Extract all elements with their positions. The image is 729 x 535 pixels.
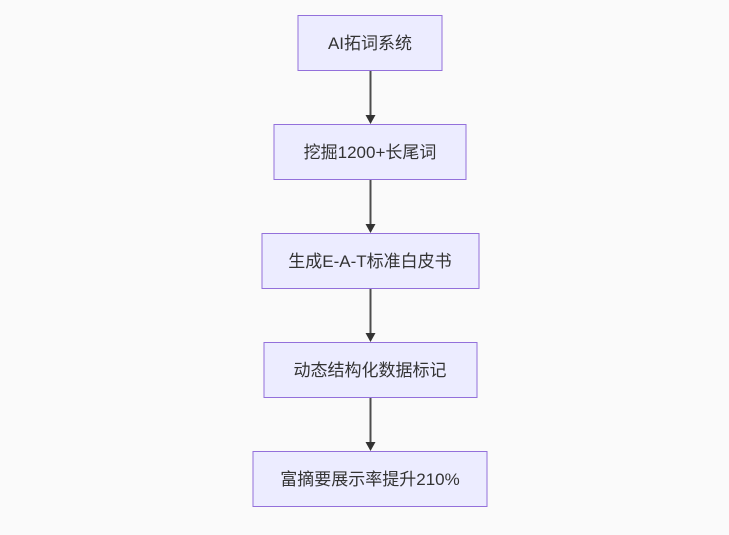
flow-edge-2 — [365, 180, 375, 233]
flow-node-ai-keyword-system: AI拓词系统 — [297, 15, 443, 71]
flow-node-label: AI拓词系统 — [327, 33, 413, 53]
arrowhead-down-icon — [365, 442, 375, 451]
flow-node-label: 动态结构化数据标记 — [293, 360, 447, 380]
edge-line — [369, 289, 371, 333]
flow-edge-3 — [365, 289, 375, 342]
flow-node-eat-whitepaper: 生成E-A-T标准白皮书 — [261, 233, 479, 289]
flow-edge-1 — [365, 71, 375, 124]
edge-line — [369, 398, 371, 442]
arrowhead-down-icon — [365, 224, 375, 233]
flow-node-label: 挖掘1200+长尾词 — [303, 142, 437, 162]
flow-node-label: 富摘要展示率提升210% — [280, 469, 460, 489]
flowchart: AI拓词系统 挖掘1200+长尾词 生成E-A-T标准白皮书 动态结构化数据标记 — [252, 15, 488, 507]
flow-node-label: 生成E-A-T标准白皮书 — [288, 251, 452, 271]
flow-edge-4 — [365, 398, 375, 451]
flow-node-longtail-mining: 挖掘1200+长尾词 — [273, 124, 467, 180]
edge-line — [369, 180, 371, 224]
edge-line — [369, 71, 371, 115]
flow-node-structured-data-markup: 动态结构化数据标记 — [263, 342, 477, 398]
arrowhead-down-icon — [365, 115, 375, 124]
arrowhead-down-icon — [365, 333, 375, 342]
flow-node-rich-snippet-result: 富摘要展示率提升210% — [252, 451, 488, 507]
